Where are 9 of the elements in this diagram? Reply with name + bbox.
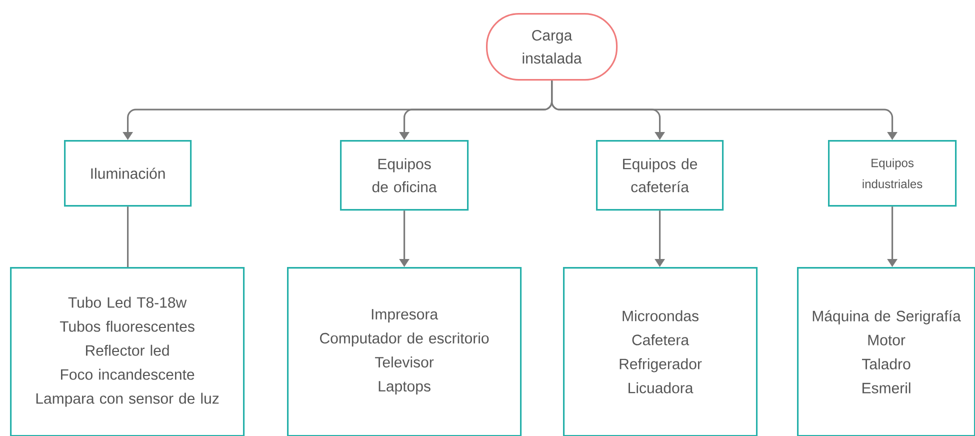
root-box: Carga instalada	[486, 13, 618, 81]
list-box: Microondas Cafetera Refrigerador Licuadora	[563, 267, 758, 436]
list-box: Máquina de Serigrafía Motor Taladro Esmeril	[797, 267, 975, 436]
list-box: Impresora Computador de escritorio Televisor Laptops	[287, 267, 522, 436]
category-box: Iluminación	[64, 140, 192, 207]
category-box: Equipos de oficina	[340, 140, 469, 211]
category-box: Equipos industriales	[828, 140, 957, 207]
list-box: Tubo Led T8-18w Tubos fluorescentes Reflector led Foco incandescente Lampara con sensor de luz	[10, 267, 245, 436]
category-box: Equipos de cafetería	[596, 140, 724, 211]
